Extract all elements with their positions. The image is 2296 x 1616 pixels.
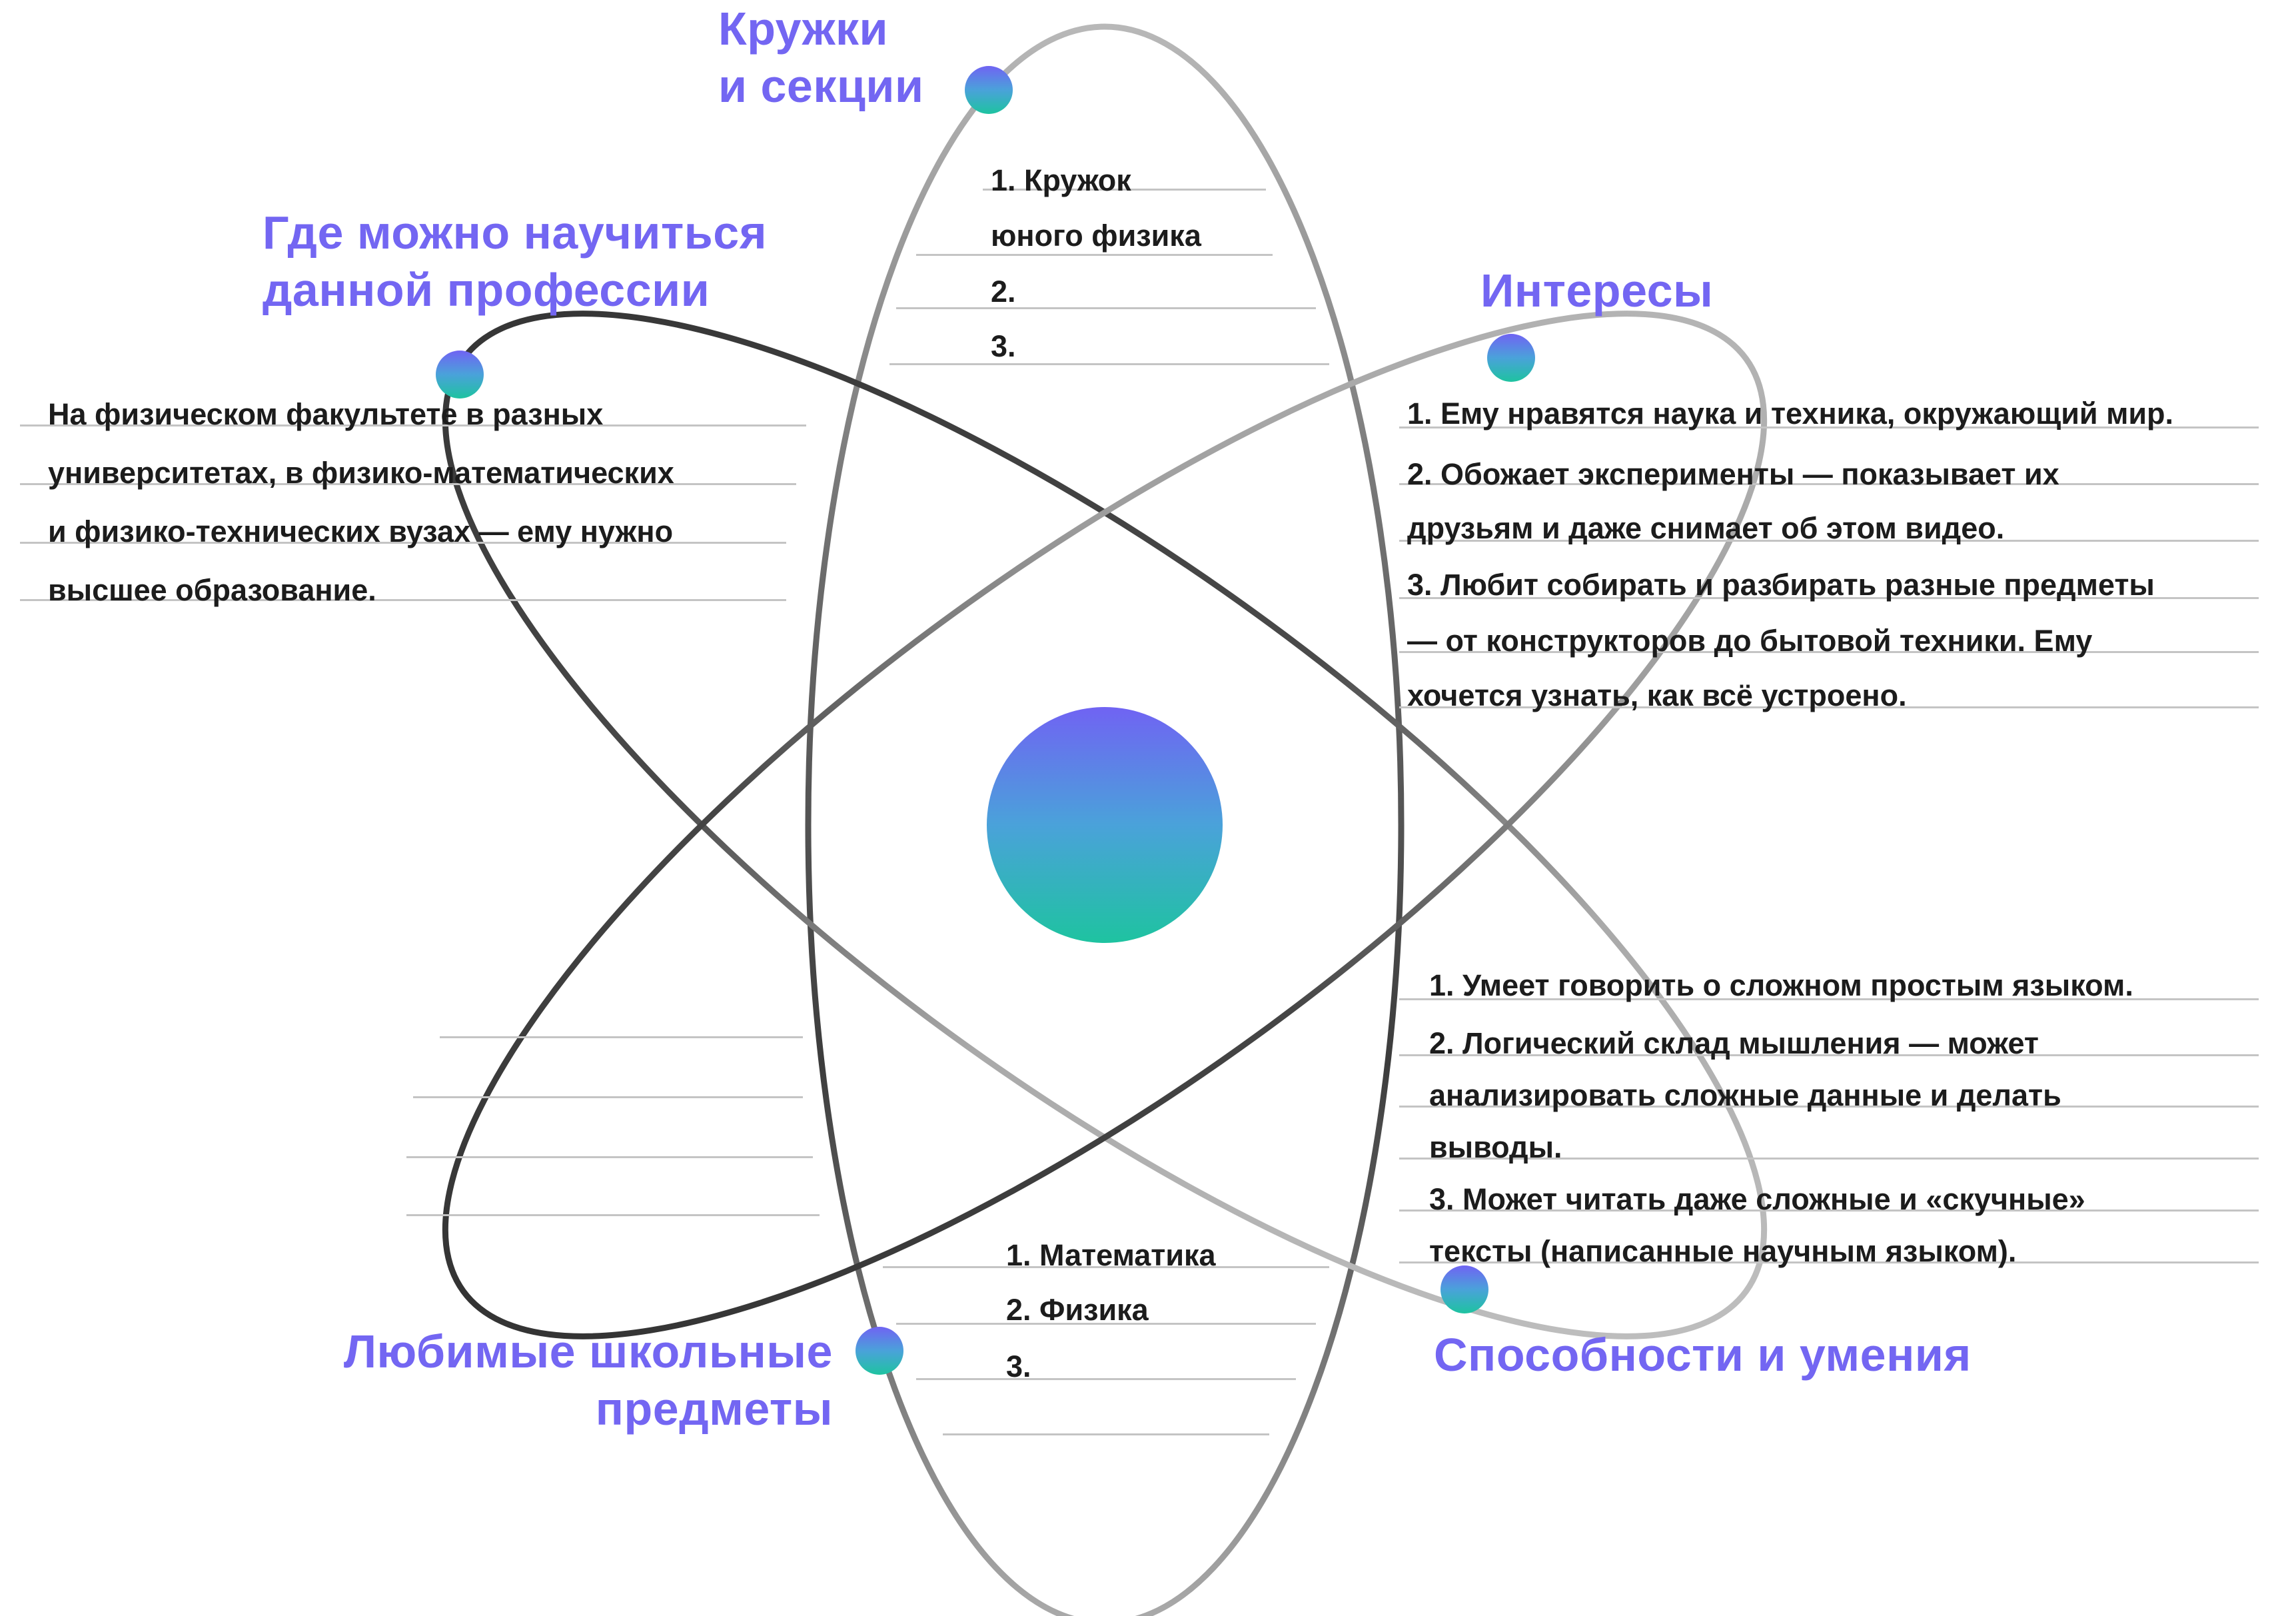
ruled-line [896, 307, 1316, 309]
ruled-line [1399, 1054, 2259, 1056]
ruled-line [20, 599, 786, 601]
ruled-line [1399, 1261, 2259, 1263]
interests-line-1: 1. Ему нравятся наука и техника, окружаю… [1407, 397, 2174, 430]
heading-clubs-line-1: Кружки [718, 3, 889, 55]
clubs-line-2: юного физика [991, 219, 1201, 253]
electron-interests [1487, 334, 1535, 382]
ruled-line [883, 1266, 1329, 1268]
abilities-line-1: 1. Умеет говорить о сложном простым язык… [1429, 968, 2133, 1002]
ruled-line [440, 1036, 803, 1038]
subjects-line-2: 2. Физика [1006, 1293, 1149, 1327]
interests-line-3: друзьям и даже снимает об этом видео. [1407, 511, 2005, 545]
ruled-line [406, 1156, 813, 1158]
abilities-line-4: выводы. [1429, 1130, 1562, 1164]
orbit-vertical [805, 23, 1405, 1616]
ruled-line [406, 1214, 820, 1216]
ruled-line [20, 542, 786, 544]
subjects-line-3: 3. [1006, 1349, 1031, 1383]
ruled-line [1399, 651, 2259, 653]
heading-clubs: Кружки и секции [718, 0, 923, 115]
education-line-1: На физическом факультете в разных [48, 397, 604, 431]
abilities-line-5: 3. Может читать даже сложные и «скучные» [1429, 1182, 2085, 1216]
clubs-line-4: 3. [991, 329, 1016, 363]
abilities-line-3: анализировать сложные данные и делать [1429, 1078, 2061, 1112]
heading-subjects: Любимые школьные предметы [280, 1323, 833, 1437]
heading-abilities: Способности и умения [1434, 1326, 1972, 1383]
electron-clubs [965, 66, 1013, 114]
interests-line-4: 3. Любит собирать и разбирать разные пре… [1407, 568, 2155, 602]
heading-abilities-line-1: Способности и умения [1434, 1329, 1972, 1381]
ruled-line [1399, 540, 2259, 542]
clubs-line-1: 1. Кружок [991, 163, 1131, 197]
interests-line-2: 2. Обожает эксперименты — показывает их [1407, 457, 2059, 491]
ruled-line [1399, 1158, 2259, 1160]
heading-clubs-line-2: и секции [718, 60, 924, 112]
ruled-line [1399, 1106, 2259, 1108]
ruled-line [889, 363, 1329, 365]
abilities-line-2: 2. Логический склад мышления — может [1429, 1026, 2039, 1060]
ruled-line [896, 1323, 1316, 1325]
ruled-line [983, 189, 1266, 191]
heading-subjects-line-2: предметы [595, 1383, 833, 1435]
ruled-line [1399, 1210, 2259, 1212]
education-line-2: университетах, в физико-математических [48, 456, 674, 490]
nucleus [987, 707, 1223, 943]
ruled-line [1399, 706, 2259, 708]
ruled-line [413, 1096, 803, 1098]
ruled-line [916, 254, 1273, 256]
ruled-line [20, 424, 806, 426]
heading-education: Где можно научиться данной профессии [263, 204, 767, 319]
ruled-line [1399, 483, 2259, 485]
heading-education-line-1: Где можно научиться [263, 207, 768, 259]
subjects-line-1: 1. Математика [1006, 1238, 1216, 1272]
electron-abilities [1440, 1265, 1488, 1313]
heading-interests-line-1: Интересы [1480, 265, 1714, 317]
heading-subjects-line-1: Любимые школьные [343, 1325, 833, 1377]
ruled-line [1399, 426, 2259, 428]
abilities-line-6: тексты (написанные научным языком). [1429, 1234, 2017, 1268]
ruled-line [1399, 998, 2259, 1000]
ruled-line [916, 1378, 1296, 1380]
education-line-3: и физико-технических вузах — ему нужно [48, 514, 674, 548]
heading-interests: Интересы [1480, 262, 1713, 319]
ruled-line [1399, 597, 2259, 599]
education-line-4: высшее образование. [48, 573, 376, 607]
heading-education-line-2: данной профессии [263, 264, 710, 316]
orbit-ascending [442, 311, 1768, 1339]
interests-line-6: хочется узнать, как всё устроено. [1407, 678, 1907, 712]
ruled-line [20, 483, 796, 485]
ruled-line [943, 1433, 1269, 1435]
electron-subjects [856, 1327, 903, 1375]
interests-line-5: — от конструкторов до бытовой техники. Е… [1407, 624, 2093, 658]
electron-education [436, 351, 484, 399]
clubs-line-3: 2. [991, 275, 1016, 309]
